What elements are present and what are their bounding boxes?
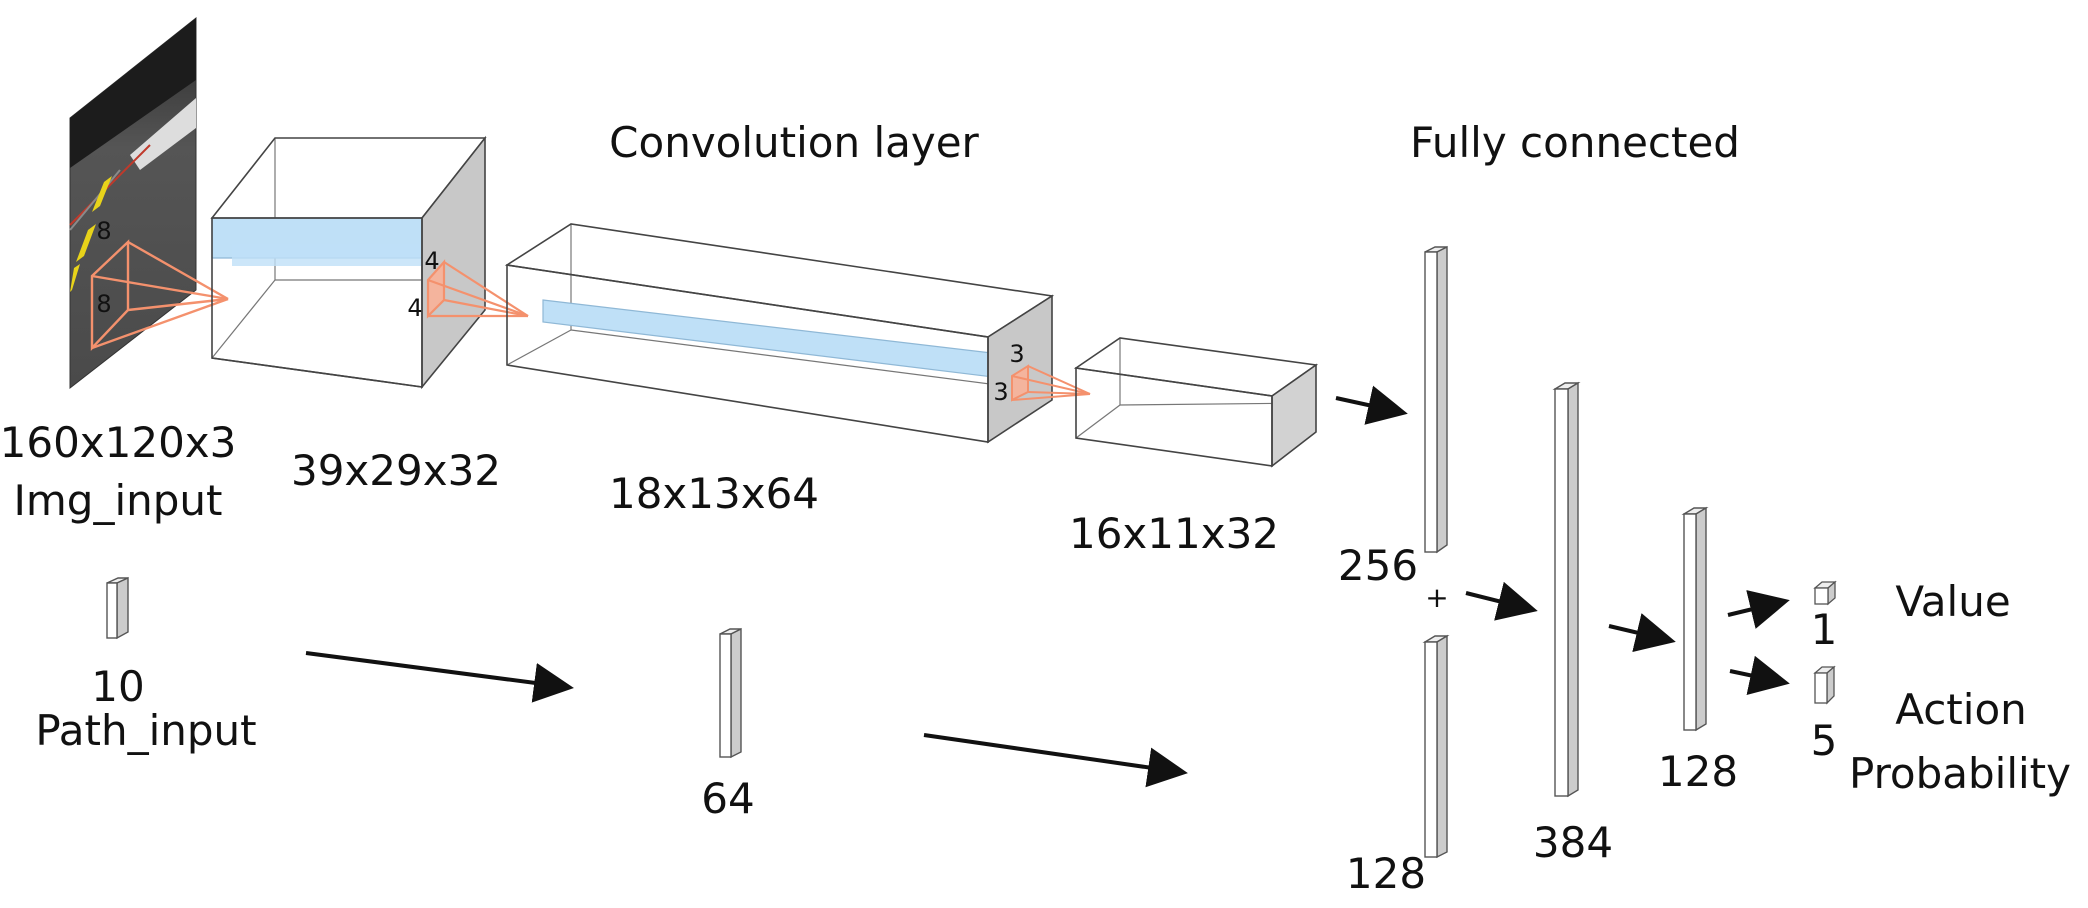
flow-arrows	[305, 385, 1790, 788]
fc-path-128-size: 128	[1346, 849, 1426, 898]
fc-hidden-128-bar	[1681, 506, 1709, 732]
fc-384-bar	[1552, 381, 1581, 798]
arrow-to-value	[1727, 590, 1790, 629]
fc-hidden-128-size: 128	[1658, 747, 1738, 796]
fc-section-title: Fully connected	[1410, 118, 1740, 167]
value-output-size: 1	[1811, 605, 1838, 654]
kernel-1-width-label: 8	[96, 290, 111, 318]
input-image-dims: 160x120x3	[0, 418, 236, 467]
fc-path-128-bar	[1422, 634, 1450, 859]
fc-384-size: 384	[1533, 818, 1613, 867]
action-output-bar	[1813, 665, 1836, 705]
action-output-size: 5	[1811, 716, 1838, 765]
concat-symbol: +	[1425, 581, 1448, 614]
conv2-dims: 18x13x64	[609, 469, 819, 518]
kernel-3-width-label: 3	[993, 378, 1008, 406]
kernel-1-height-label: 8	[96, 217, 111, 245]
kernel-2-width-label: 4	[407, 294, 422, 322]
path-input-size: 10	[91, 662, 144, 711]
arrow-conv3-to-fc	[1335, 385, 1408, 425]
path-dense-size: 64	[701, 774, 754, 823]
action-output-name-line1: Action	[1895, 685, 2027, 734]
kernel-2-height-label: 4	[424, 247, 439, 275]
conv1-dims: 39x29x32	[291, 446, 501, 495]
arrow-dense-to-fc	[923, 733, 1188, 788]
conv2-volume	[504, 223, 1055, 444]
conv3-dims: 16x11x32	[1069, 509, 1279, 558]
conv3-volume	[1073, 337, 1319, 468]
arrow-path-to-dense	[305, 651, 574, 703]
input-image-name: Img_input	[14, 476, 223, 525]
kernel-3-height-label: 3	[1009, 340, 1024, 368]
arrow-384-to-128	[1608, 613, 1676, 653]
arrow-concat-to-384	[1465, 581, 1538, 621]
conv-section-title: Convolution layer	[609, 118, 979, 167]
path-input-bar	[106, 576, 129, 640]
fc-256-size: 256	[1338, 541, 1418, 590]
value-output-name: Value	[1895, 577, 2010, 626]
path-input-name: Path_input	[35, 706, 256, 755]
conv1-volume	[210, 135, 487, 390]
arrow-to-action	[1729, 655, 1790, 695]
value-output-cube	[1813, 580, 1837, 606]
path-dense-bar	[719, 627, 742, 759]
fc-256-bar	[1424, 245, 1448, 554]
input-image	[69, 16, 197, 390]
kernel-2-projection	[426, 259, 529, 319]
action-output-name-line2: Probability	[1849, 749, 2071, 798]
kernel-3-projection	[1011, 364, 1091, 402]
